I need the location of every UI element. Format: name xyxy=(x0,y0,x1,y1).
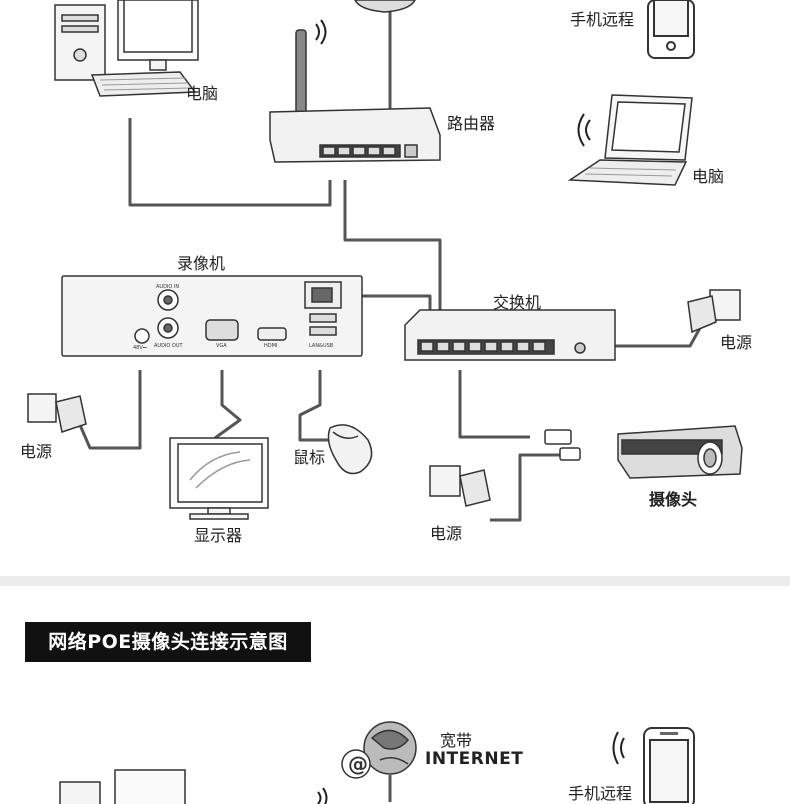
nvr-port-audio-in: AUDIO IN xyxy=(156,284,180,290)
label-power-left: 电源 xyxy=(20,442,53,461)
network-switch-icon xyxy=(404,309,616,361)
label-switch: 交换机 xyxy=(493,293,542,312)
smartphone-bottom-icon xyxy=(643,727,695,804)
label-broadband: 宽带 xyxy=(440,731,473,750)
monitor-icon xyxy=(169,437,269,520)
cable-nvr-mouse xyxy=(298,370,335,442)
cable-switch-camera xyxy=(458,370,530,439)
router-top-device-icon xyxy=(354,0,416,13)
nvr-port-hdmi: HDMI xyxy=(264,343,278,349)
cable-switch-power xyxy=(610,327,702,348)
label-power-right: 电源 xyxy=(720,333,753,352)
label-router: 路由器 xyxy=(447,114,496,133)
label-camera: 摄像头 xyxy=(649,490,698,509)
label-phone-remote: 手机远程 xyxy=(570,10,635,29)
power-adapter-bottom-icon xyxy=(429,465,491,507)
desktop-pc-bottom-icon xyxy=(59,769,186,804)
section-divider xyxy=(0,576,790,586)
label-power-bottom: 电源 xyxy=(430,524,463,543)
smartphone-icon xyxy=(647,0,695,59)
label-monitor: 显示器 xyxy=(194,526,243,545)
label-laptop: 电脑 xyxy=(692,167,725,186)
svg-text:@: @ xyxy=(348,752,368,776)
router-wifi-icon xyxy=(315,19,327,45)
nvr-port-lan-usb: LAN&USB xyxy=(309,343,334,349)
label-phone-remote-bottom: 手机远程 xyxy=(568,784,633,803)
mouse-icon xyxy=(327,424,373,475)
desktop-pc-icon xyxy=(54,0,199,97)
cable-router-switch xyxy=(343,180,442,310)
label-mouse: 鼠标 xyxy=(293,448,326,467)
router-icon xyxy=(269,29,441,163)
nvr-port-audio-out: AUDIO OUT xyxy=(154,343,183,349)
label-nvr: 录像机 xyxy=(177,254,226,273)
nvr-port-dc: 48V⎓ xyxy=(133,345,147,351)
nvr-icon xyxy=(61,275,363,357)
label-internet: INTERNET xyxy=(425,749,524,769)
cable-pc-router xyxy=(128,118,332,207)
cable-power-camera xyxy=(490,453,570,522)
power-adapter-icon xyxy=(687,289,741,334)
phone-wifi-icon xyxy=(612,731,625,765)
bullet-camera-icon xyxy=(617,425,743,479)
internet-globe-icon: @ xyxy=(341,721,417,779)
power-adapter-left-icon xyxy=(27,393,87,433)
laptop-icon xyxy=(567,94,693,186)
nvr-port-vga: VGA xyxy=(216,343,227,349)
cable-nvr-monitor xyxy=(214,370,242,440)
laptop-wifi-icon xyxy=(577,113,591,147)
cable-nvr-power xyxy=(78,370,142,450)
label-pc: 电脑 xyxy=(186,84,219,103)
poe-splitter-icon xyxy=(544,429,581,461)
section-title: 网络POE摄像头连接示意图 xyxy=(25,622,311,662)
